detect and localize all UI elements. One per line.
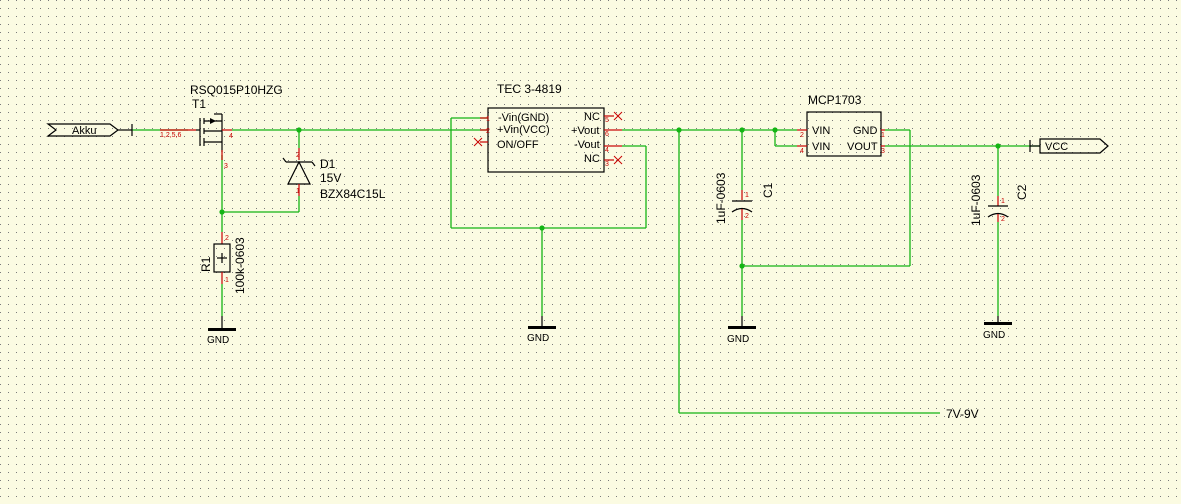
mosfet-t1[interactable]: RSQ015P10HZG T1 1,2,5,6 4 3	[160, 83, 283, 170]
u1-name: TEC 3-4819	[497, 82, 562, 96]
net-label-vcc[interactable]: VCC	[1029, 138, 1109, 154]
u1-rpin4-num: 3	[605, 161, 609, 168]
zener-d1[interactable]: 2 1 D1 15V BZX84C15L	[282, 148, 386, 201]
ground-symbol-c1[interactable]: GND	[727, 316, 756, 345]
c1-pin-top: 1	[745, 192, 749, 199]
c1-ref: C1	[761, 182, 775, 198]
d1-pin-a: 2	[296, 152, 300, 159]
c2-pin-bot: 2	[1001, 216, 1005, 223]
d1-value: 15V	[320, 171, 341, 185]
t1-pin-gate: 3	[224, 163, 228, 170]
u2-lpin1-label: VIN	[812, 125, 830, 137]
u1-rpin4-label: NC	[584, 153, 600, 165]
net-label-vcc-text: VCC	[1045, 141, 1068, 153]
ground-symbol-r1[interactable]: GND	[207, 316, 236, 346]
u2-rpin1-label: GND	[853, 125, 878, 137]
u1-lpin2-num: 2	[486, 128, 490, 135]
u2-rpin2-label: VOUT	[847, 141, 878, 153]
t1-part: RSQ015P10HZG	[190, 83, 283, 97]
ground-label-c1: GND	[727, 334, 749, 345]
u2-lpin2-num: 4	[800, 148, 804, 155]
d1-ref: D1	[320, 157, 336, 171]
junctions	[219, 127, 1001, 269]
r1-pin-top: 2	[225, 235, 229, 242]
ldo-regulator-u2[interactable]: MCP1703 2 4 VIN VIN 1 3 GND VOUT	[797, 93, 885, 157]
ground-label-r1: GND	[207, 335, 229, 346]
net-label-akku[interactable]: Akku	[46, 123, 133, 137]
c2-value: 1uF-0603	[969, 174, 983, 226]
u1-rpin3-label: -Vout	[574, 139, 600, 151]
net-label-akku-text: Akku	[72, 125, 96, 137]
u1-lpin1-num: 1	[486, 116, 490, 123]
wires	[132, 117, 1040, 414]
ground-symbol-c2[interactable]: GND	[983, 316, 1012, 341]
d1-part: BZX84C15L	[320, 187, 386, 201]
u1-lpin3-label: ON/OFF	[497, 139, 539, 151]
u1-rpin3-num: 4	[605, 147, 609, 154]
r1-ref: R1	[199, 256, 213, 272]
r1-pin-bot: 1	[225, 277, 229, 284]
resistor-r1[interactable]: 2 1 R1 100k-0603	[199, 232, 247, 294]
t1-pin-right: 4	[229, 133, 233, 140]
capacitor-c2[interactable]: 1 2 1uF-0603 C2	[969, 174, 1029, 226]
net-label-7v-9v[interactable]: 7V-9V	[946, 407, 979, 421]
u1-rpin2-label: +Vout	[571, 125, 599, 137]
u1-rpin2-num: 6	[605, 131, 609, 138]
t1-ref: T1	[192, 97, 206, 111]
capacitor-c1[interactable]: 1 2 1uF-0603 C1	[714, 172, 775, 224]
ground-label-u1: GND	[527, 333, 549, 344]
ground-label-c2: GND	[983, 330, 1005, 341]
r1-value: 100k-0603	[233, 237, 247, 294]
dcdc-converter-u1[interactable]: TEC 3-4819 1 2 -Vin(GND) +Vin(VCC) ON/OF…	[473, 82, 623, 173]
u2-rpin1-num: 1	[881, 132, 885, 139]
u1-rpin1-label: NC	[584, 111, 600, 123]
c2-pin-top: 1	[1001, 198, 1005, 205]
c1-pin-bot: 2	[745, 213, 749, 220]
u2-lpin1-num: 2	[800, 132, 804, 139]
u1-lpin2-label: +Vin(VCC)	[497, 124, 550, 136]
u2-lpin2-label: VIN	[812, 141, 830, 153]
c1-value: 1uF-0603	[714, 172, 728, 224]
c2-ref: C2	[1015, 184, 1029, 200]
u2-name: MCP1703	[808, 93, 862, 107]
u1-rpin1-num: 5	[605, 117, 609, 124]
ground-symbol-u1[interactable]: GND	[527, 316, 556, 344]
t1-pin-left: 1,2,5,6	[160, 132, 182, 139]
u1-lpin1-label: -Vin(GND)	[498, 112, 549, 124]
d1-pin-b: 1	[296, 188, 300, 195]
u2-rpin2-num: 3	[881, 148, 885, 155]
